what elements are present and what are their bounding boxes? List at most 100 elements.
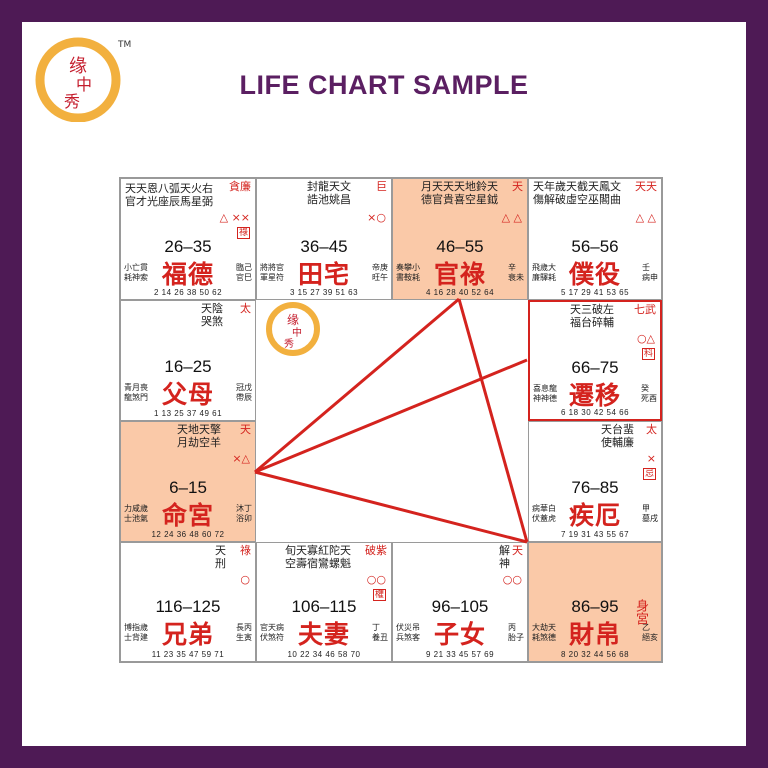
stars-sub: 神: [499, 557, 510, 570]
stars-sub: 福台碎輔: [570, 316, 614, 329]
marks: ○: [240, 573, 250, 586]
badge: 祿: [236, 227, 250, 239]
palace-name: 僕役: [568, 260, 621, 289]
palace-name: 財帛: [568, 620, 621, 649]
stars-sub: 空壽宿鸞螺魁: [285, 557, 351, 570]
palace-name: 命宮: [161, 501, 214, 530]
body-palace-label: 身宮: [633, 599, 648, 625]
marks: △ ××: [219, 211, 250, 224]
palace-name: 遷移: [568, 381, 621, 410]
palace-name: 父母: [161, 380, 214, 409]
left-stars: 官天病 伏煞符: [260, 623, 284, 642]
badge: 科: [641, 348, 655, 360]
age-range: 6–15: [169, 478, 207, 497]
palace-caibo: 86–95 財帛 身宮 大劫天 耗煞德 乙 絕亥 8 20 32 44 56 6…: [528, 542, 662, 662]
stars-black: 天台蜚: [601, 423, 634, 436]
palace-name: 夫妻: [297, 620, 350, 649]
stars-red: 太: [240, 302, 251, 315]
left-stars: 病華白 伏蓋虎: [532, 504, 556, 523]
left-stars: 將將官 軍星符: [260, 263, 284, 282]
left-stars: 奏攀小 書鞍耗: [396, 263, 420, 282]
palace-tianzhai: 封龍天文 誥池姚昌 巨 ×○ 36–45 田宅 將將官 軍星符 帝庚 旺午 3 …: [256, 178, 392, 300]
stars-black: 解: [499, 544, 510, 557]
left-stars: 飛歲大 廉驛耗: [532, 263, 556, 282]
palace-xiongdi: 天 刑 祿 ○ 116–125 兄弟 博指歲 士背建 長丙 生寅 11 23 3…: [120, 542, 256, 662]
stars-sub: 使輔廉: [601, 436, 634, 449]
stars-sub: 月劫空羊: [177, 436, 221, 449]
trademark-mark: TM: [118, 40, 132, 50]
badge: 權: [372, 589, 386, 601]
stars-black: 天年歲天截天鳳文: [533, 180, 621, 193]
marks: ×○: [367, 211, 386, 224]
years: 2 14 26 38 50 62: [153, 288, 223, 297]
years: 9 21 33 45 57 69: [425, 650, 495, 659]
stars-red: 貪廉: [229, 180, 251, 193]
svg-text:中: 中: [76, 75, 92, 94]
right-stars: 乙 絕亥: [642, 623, 658, 642]
right-stars: 冠戊 帶辰: [236, 383, 252, 402]
palace-fude: 天天恩八弧天火右 官才光座辰馬星弼 貪廉 △ ×× 祿 26–35 福德 小亡貫…: [120, 178, 256, 300]
left-stars: 青月喪 龍煞門: [124, 383, 148, 402]
palace-name: 官祿: [433, 260, 486, 289]
right-stars: 沐丁 浴卯: [236, 504, 252, 523]
years: 1 13 25 37 49 61: [153, 409, 223, 418]
left-stars: 伏災吊 兵煞客: [396, 623, 420, 642]
svg-text:缘: 缘: [69, 56, 87, 77]
marks: ○○: [366, 573, 386, 586]
stars-black: 天陰: [201, 302, 223, 315]
age-range: 76–85: [571, 478, 619, 497]
stars-sub: 誥池姚昌: [307, 193, 351, 206]
years: 8 20 32 44 56 68: [560, 650, 630, 659]
left-stars: 喜息龍 神神德: [533, 384, 557, 403]
left-stars: 博指歲 士背建: [124, 623, 148, 642]
stars-sub: 傷解破虛空巫閣曲: [533, 193, 621, 206]
age-range: 106–115: [291, 597, 357, 616]
palace-fuqi: 旬天寡紅陀天 空壽宿鸞螺魁 破紫 ○○ 權 106–115 夫妻 官天病 伏煞符…: [256, 542, 392, 662]
stars-red: 祿: [240, 544, 251, 557]
page-title: LIFE CHART SAMPLE: [239, 70, 529, 100]
years: 12 24 36 48 60 72: [151, 530, 225, 539]
svg-text:秀: 秀: [284, 338, 294, 350]
age-range: 16–25: [164, 357, 212, 376]
stars-sub: 官才光座辰馬星弼: [125, 195, 213, 208]
palace-qianyi: 天三破左 福台碎輔 七武 ○△ 科 66–75 遷移 喜息龍 神神德 癸 死酉 …: [528, 300, 662, 421]
center-logo: 缘 中 秀: [266, 302, 320, 356]
stars-black: 天: [215, 544, 226, 557]
stars-black: 天三破左: [570, 303, 614, 316]
stars-red: 巨: [376, 180, 387, 193]
years: 5 17 29 41 53 65: [560, 288, 630, 297]
stars-sub: 刑: [215, 557, 226, 570]
stars-red: 七武: [634, 303, 656, 316]
stars-red: 天: [240, 423, 251, 436]
svg-text:中: 中: [292, 326, 302, 339]
palace-name: 福德: [161, 260, 214, 289]
years: 7 19 31 43 55 67: [560, 530, 630, 539]
palace-name: 子女: [433, 620, 486, 649]
age-range: 46–55: [436, 237, 484, 256]
right-stars: 臨己 官巳: [236, 263, 252, 282]
left-stars: 小亡貫 耗神索: [124, 263, 148, 282]
stars-sub: 德官貴喜空星鉞: [421, 193, 498, 206]
age-range: 96–105: [431, 597, 489, 616]
left-stars: 力咸歲 士池氣: [124, 504, 148, 523]
marks: ×: [646, 452, 656, 465]
palace-ming: 天地天擎 月劫空羊 天 ×△ 6–15 命宮 力咸歲 士池氣 沐丁 浴卯 12 …: [120, 421, 256, 542]
stars-black: 天地天擎: [177, 423, 221, 436]
left-stars: 大劫天 耗煞德: [532, 623, 556, 642]
years: 6 18 30 42 54 66: [560, 408, 630, 417]
years: 10 22 34 46 58 70: [287, 650, 361, 659]
stars-red: 太: [646, 423, 657, 436]
years: 11 23 35 47 59 71: [151, 650, 225, 659]
marks: ×△: [232, 452, 250, 465]
right-stars: 壬 病申: [642, 263, 658, 282]
palace-jie: 天台蜚 使輔廉 太 × 忌 76–85 疾厄 病華白 伏蓋虎 甲 墓戌 7 19…: [528, 421, 662, 542]
life-chart: 天天恩八弧天火右 官才光座辰馬星弼 貪廉 △ ×× 祿 26–35 福德 小亡貫…: [119, 177, 663, 663]
stars-black: 月天天天地鈴天: [421, 180, 498, 193]
right-stars: 癸 死酉: [641, 384, 657, 403]
stars-red: 天: [512, 544, 523, 557]
stars-black: 封龍天文: [307, 180, 351, 193]
age-range: 116–125: [155, 597, 221, 616]
stars-sub: 哭煞: [201, 315, 223, 328]
marks: ○△: [636, 332, 655, 345]
right-stars: 帝庚 旺午: [372, 263, 388, 282]
